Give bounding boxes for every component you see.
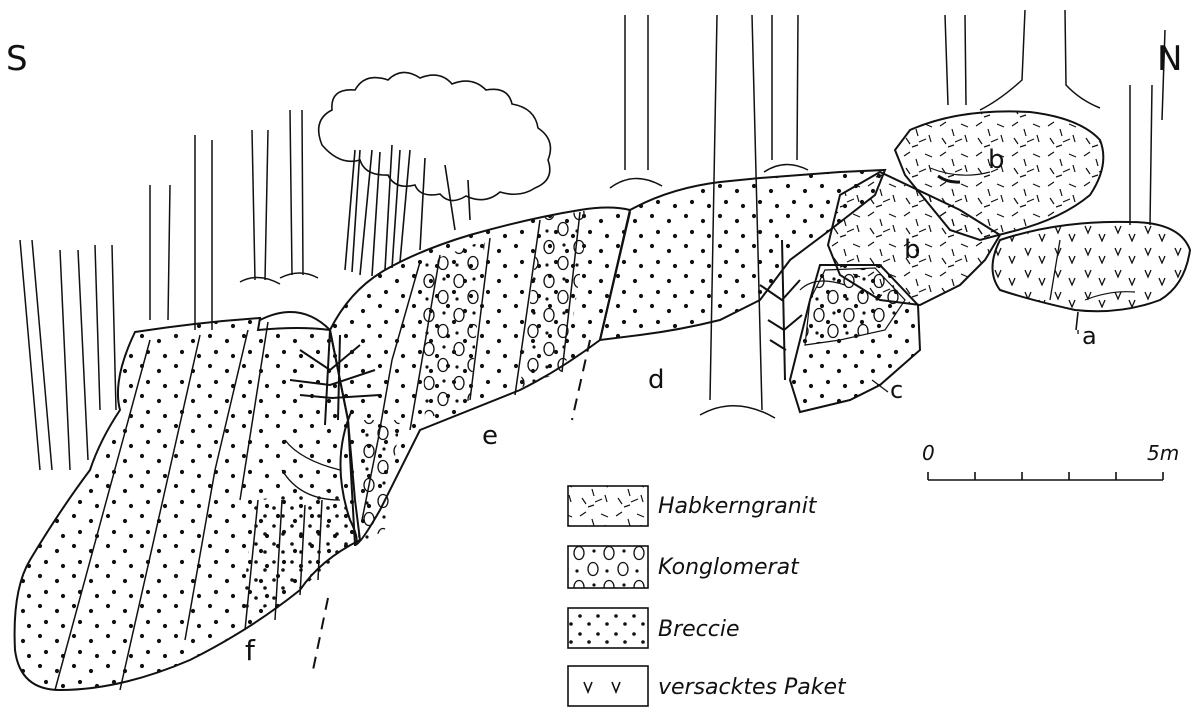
unit-f-breccia: [15, 312, 360, 690]
unit-a-slumped-package: [993, 222, 1191, 330]
legend-label-conglomerate: Konglomerat: [658, 555, 800, 580]
legend-label-granite: Habkerngranit: [658, 494, 818, 519]
legend-item-granite: Habkerngranit: [568, 486, 818, 526]
north-label: N: [1157, 39, 1182, 79]
label-b-upper: b: [988, 145, 1005, 175]
legend-swatch-slumped: [568, 666, 648, 706]
legend: Habkerngranit Konglomerat Breccie versac…: [568, 486, 847, 706]
legend-item-conglomerate: Konglomerat: [568, 546, 800, 588]
scale-bar: [928, 472, 1163, 480]
legend-item-breccia: Breccie: [568, 608, 740, 648]
legend-label-breccia: Breccie: [658, 617, 740, 642]
label-a: a: [1082, 322, 1097, 350]
legend-swatch-granite: [568, 486, 648, 526]
legend-swatch-conglomerate: [568, 546, 648, 588]
label-d: d: [648, 365, 665, 395]
legend-swatch-breccia: [568, 608, 648, 648]
legend-label-slumped: versacktes Paket: [658, 675, 847, 700]
scale-start-label: 0: [922, 441, 935, 465]
label-e: e: [482, 421, 498, 451]
label-c: c: [890, 376, 903, 404]
scale-end-label: 5m: [1147, 441, 1179, 465]
label-b-lower: b: [904, 235, 921, 265]
label-f: f: [245, 634, 256, 667]
legend-item-slumped: versacktes Paket: [568, 666, 847, 706]
south-label: S: [6, 39, 28, 79]
